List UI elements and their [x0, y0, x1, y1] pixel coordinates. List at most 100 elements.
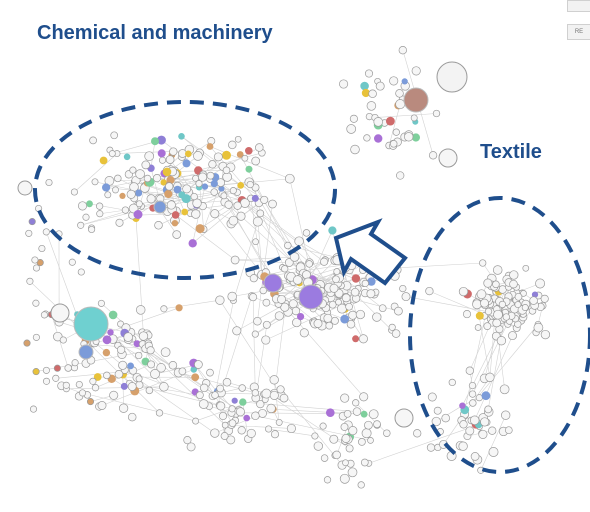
node [32, 333, 40, 341]
node [188, 239, 197, 248]
node [224, 200, 233, 209]
node [190, 366, 198, 373]
node [64, 364, 72, 372]
node [358, 438, 366, 446]
direction-arrow [333, 218, 408, 286]
node [361, 428, 372, 439]
edge [214, 300, 234, 396]
edge [176, 202, 245, 212]
node [485, 372, 495, 382]
node [216, 401, 226, 411]
node [335, 298, 342, 306]
node [341, 434, 351, 443]
gray-node [50, 303, 70, 323]
node [32, 299, 40, 307]
edge [472, 324, 539, 404]
edge [74, 153, 118, 193]
node [52, 374, 60, 382]
node [23, 339, 31, 347]
node [275, 418, 283, 426]
edge [242, 200, 325, 262]
node [319, 422, 327, 430]
edge [122, 374, 124, 409]
node [107, 329, 114, 336]
node [475, 311, 484, 320]
node [535, 278, 546, 289]
node [394, 306, 403, 316]
node [340, 314, 350, 324]
node [395, 99, 406, 110]
node [228, 215, 239, 226]
node [465, 366, 474, 375]
node [220, 432, 229, 440]
node [246, 428, 256, 438]
node [236, 211, 246, 221]
node [135, 189, 143, 197]
edge [99, 209, 126, 215]
node [26, 277, 34, 285]
node [112, 186, 119, 194]
chemical-cluster-label: Chemical and machinery [37, 22, 273, 44]
node [121, 206, 130, 214]
edge [280, 389, 343, 466]
node [28, 218, 36, 226]
node [208, 160, 217, 169]
node [313, 441, 323, 451]
node [358, 334, 368, 344]
node [253, 316, 262, 326]
node [77, 201, 88, 211]
node [492, 318, 502, 328]
node [372, 312, 382, 322]
node [360, 81, 369, 91]
node [341, 293, 351, 303]
node [185, 150, 192, 158]
node [346, 124, 357, 134]
node [171, 211, 180, 219]
node [110, 131, 119, 140]
node [114, 370, 124, 379]
node [240, 198, 250, 208]
node [182, 184, 192, 194]
node [258, 408, 267, 418]
node [169, 147, 178, 156]
node [91, 178, 99, 186]
node [521, 304, 529, 311]
node [428, 151, 438, 160]
purple-node [263, 273, 283, 293]
node [127, 362, 134, 370]
node [162, 167, 172, 177]
node [230, 255, 240, 265]
node [114, 174, 122, 183]
node [249, 274, 258, 283]
edge [469, 335, 513, 432]
node [103, 371, 111, 380]
node [182, 159, 191, 168]
edge [163, 299, 220, 310]
node [269, 390, 279, 400]
edge [198, 152, 263, 171]
node [218, 185, 225, 192]
side-tab[interactable] [567, 0, 590, 12]
edge [257, 203, 273, 322]
edge [145, 348, 226, 426]
node [251, 194, 259, 202]
node [178, 133, 185, 140]
node [251, 389, 259, 397]
node [118, 403, 129, 413]
node [238, 384, 246, 392]
node [266, 403, 276, 414]
node [102, 183, 111, 192]
node [198, 172, 208, 182]
node [88, 225, 96, 234]
node [340, 422, 349, 431]
side-tab-re[interactable]: RE [567, 24, 590, 40]
node [468, 381, 477, 390]
node [265, 425, 273, 433]
node [288, 299, 298, 309]
node [166, 176, 175, 185]
node [259, 286, 268, 295]
node [509, 270, 519, 280]
node [367, 437, 374, 444]
node [150, 369, 160, 379]
edge [135, 218, 144, 337]
